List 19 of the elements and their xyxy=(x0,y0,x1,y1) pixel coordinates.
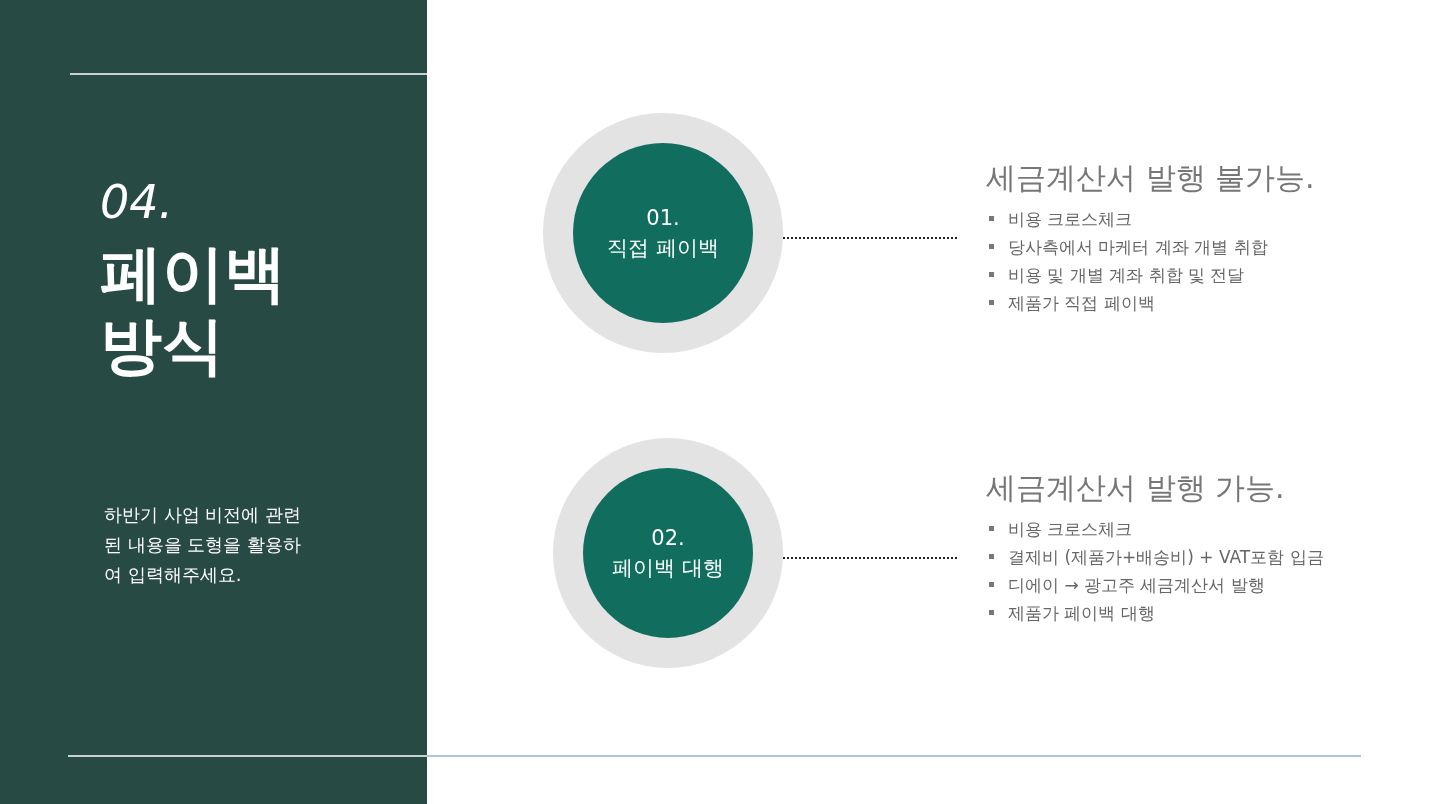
slide-title: 페이백 방식 xyxy=(100,238,287,382)
bullet-item: 비용 크로스체크 xyxy=(986,205,1315,233)
description-text: 하반기 사업 비전에 관련된 내용을 도형을 활용하여 입력해주세요. xyxy=(104,503,303,587)
circle-label: 직접 페이백 xyxy=(606,235,720,262)
circle-number: 02. xyxy=(650,525,686,552)
bullet-item: 결제비 (제품가+배송비) + VAT포함 입금 xyxy=(986,543,1324,571)
dotted-connector xyxy=(782,557,959,559)
circle-label: 페이백 대행 xyxy=(611,555,725,582)
bullet-item: 디에이 → 광고주 세금계산서 발행 xyxy=(986,571,1324,599)
bullet-item: 비용 및 개별 계좌 취합 및 전달 xyxy=(986,261,1315,289)
bullet-item: 당사측에서 마케터 계좌 개별 취합 xyxy=(986,233,1315,261)
section-number: 04. xyxy=(100,174,174,231)
dotted-connector xyxy=(782,237,959,239)
bullet-item: 비용 크로스체크 xyxy=(986,515,1324,543)
bullet-item: 제품가 직접 페이백 xyxy=(986,289,1315,317)
circle-number: 01. xyxy=(645,205,681,232)
text-heading: 세금계산서 발행 가능. xyxy=(986,469,1286,507)
bullet-item: 제품가 페이백 대행 xyxy=(986,599,1324,627)
text-heading: 세금계산서 발행 불가능. xyxy=(986,159,1315,197)
